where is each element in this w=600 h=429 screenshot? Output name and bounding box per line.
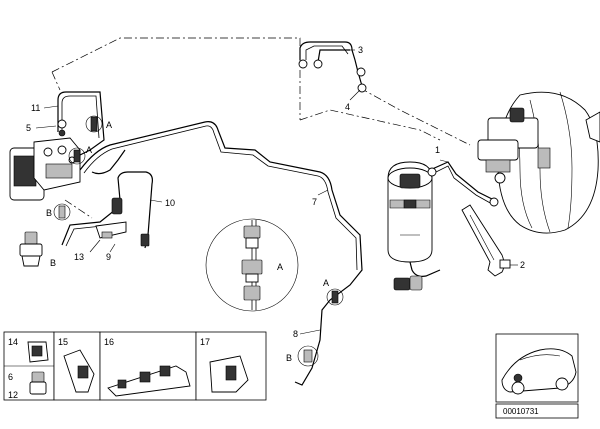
detail-ref-a-1: A bbox=[106, 120, 112, 130]
detail-a-magnified bbox=[205, 218, 299, 312]
detail-ref-b-1: B bbox=[46, 208, 52, 218]
fitting-b-detail bbox=[19, 231, 43, 267]
callout-4: 4 bbox=[345, 102, 350, 112]
callout-13: 13 bbox=[74, 252, 84, 262]
callout-2: 2 bbox=[520, 260, 525, 270]
inset-label-16: 16 bbox=[104, 337, 114, 347]
callout-10: 10 bbox=[165, 198, 175, 208]
inset-label-14: 14 bbox=[8, 337, 18, 347]
inset-label-15: 15 bbox=[58, 337, 68, 347]
callout-7: 7 bbox=[312, 197, 317, 207]
diagram-id-box: 00010731 bbox=[495, 403, 579, 419]
detail-ref-a-2: A bbox=[86, 145, 92, 155]
vacuum-hose bbox=[461, 204, 511, 277]
pressure-accumulator bbox=[387, 161, 441, 291]
detail-ref-a-magnified: A bbox=[277, 262, 283, 272]
detail-markers-left bbox=[53, 115, 103, 221]
leader-lines bbox=[35, 49, 518, 335]
brake-line-1 bbox=[427, 161, 499, 207]
inset-label-12: 12 bbox=[8, 390, 18, 400]
callout-5: 5 bbox=[26, 123, 31, 133]
detail-letters: A A A A B B B bbox=[46, 120, 329, 363]
abs-hydraulic-unit bbox=[9, 119, 81, 201]
upper-fittings bbox=[298, 41, 367, 93]
detail-marker-a-small bbox=[297, 288, 344, 367]
vehicle-thumbnail bbox=[495, 333, 579, 403]
hose-bracket bbox=[61, 171, 153, 249]
inset-label-6: 6 bbox=[8, 372, 13, 382]
diagram-id: 00010731 bbox=[503, 407, 539, 416]
detail-ref-b-2: B bbox=[50, 258, 56, 268]
detail-ref-b-3: B bbox=[286, 353, 292, 363]
callout-numbers: 11 5 3 4 1 7 10 13 9 2 8 bbox=[26, 45, 525, 339]
callout-1: 1 bbox=[435, 145, 440, 155]
inset-label-17: 17 bbox=[200, 337, 210, 347]
fitting-5 bbox=[57, 119, 67, 129]
detail-ref-a-3: A bbox=[323, 278, 329, 288]
callout-9: 9 bbox=[106, 252, 111, 262]
abs-pipes bbox=[57, 91, 126, 175]
callout-11: 11 bbox=[31, 103, 40, 113]
parts-inset-panels: 14 6 12 15 16 17 bbox=[3, 331, 267, 401]
reference-lines bbox=[51, 37, 471, 219]
brake-line-main bbox=[79, 121, 363, 386]
brake-booster-master-cylinder bbox=[477, 91, 600, 234]
callout-3: 3 bbox=[358, 45, 363, 55]
callout-8: 8 bbox=[293, 329, 298, 339]
